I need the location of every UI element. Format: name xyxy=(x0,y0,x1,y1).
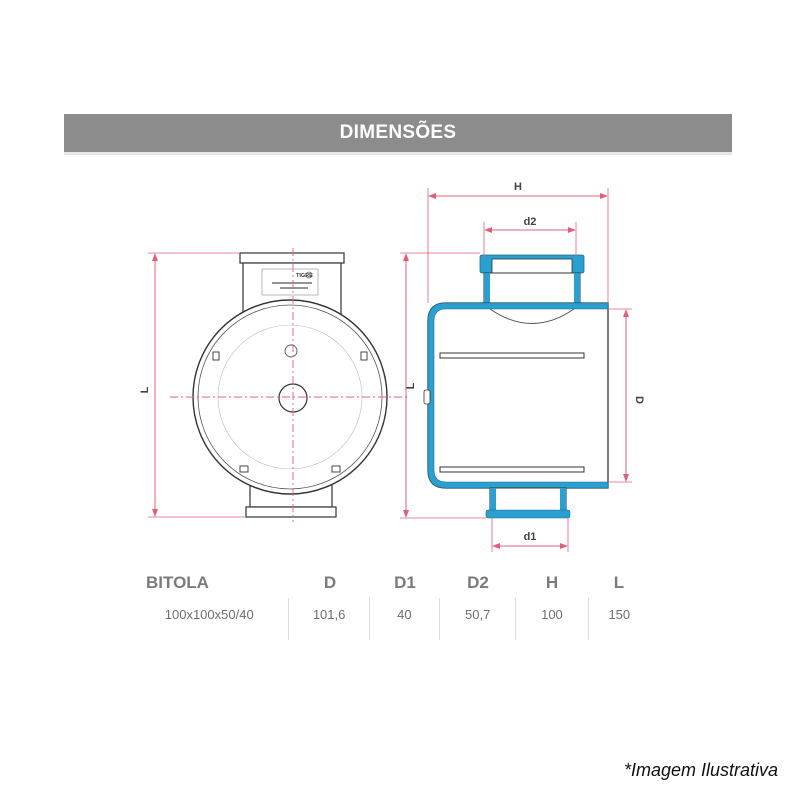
header-l: L xyxy=(613,573,625,592)
cell-bitola: 100x100x50/40 xyxy=(164,607,254,622)
side-dimension-L: L xyxy=(400,252,486,519)
side-dimension-D: D xyxy=(608,308,645,483)
header-h: H xyxy=(545,573,559,592)
side-label-H: H xyxy=(514,181,522,193)
front-dimension-L: L xyxy=(139,252,246,518)
section-title: DIMENSÕES xyxy=(339,122,457,143)
side-label-d2: d2 xyxy=(524,216,537,228)
side-label-d1: d1 xyxy=(524,531,537,543)
header-bitola: BITOLA xyxy=(146,573,209,592)
side-body-outer xyxy=(427,302,609,489)
side-bottom-pipe-rim xyxy=(485,509,571,519)
side-top-pipe xyxy=(483,272,581,304)
cell-l: 150 xyxy=(587,598,650,640)
cell-h: 100 xyxy=(515,598,587,640)
side-label-L: L xyxy=(405,382,417,389)
front-logo-text: TIGRE xyxy=(296,273,313,279)
cell-d: 101,6 xyxy=(288,598,368,640)
side-dimension-d2: d2 xyxy=(483,216,577,258)
table-header-row: BITOLA D D1 D2 H L xyxy=(130,568,650,598)
side-rib-bottom xyxy=(439,466,585,473)
side-label-D: D xyxy=(633,396,645,404)
header-rule xyxy=(64,152,732,155)
table-row: 100x100x50/40 101,6 40 50,7 100 150 xyxy=(130,598,650,640)
header-d1: D1 xyxy=(394,573,416,592)
section-header: DIMENSÕES xyxy=(64,114,732,152)
side-rib-top xyxy=(439,352,585,359)
front-small-hole xyxy=(284,344,298,358)
header-d: D xyxy=(323,573,337,592)
front-top-pipe-rim xyxy=(239,252,345,264)
front-view: TIGRE L xyxy=(139,248,410,522)
front-label-L: L xyxy=(139,386,151,393)
dimensions-table: BITOLA D D1 D2 H L 100x100x50/40 101,6 4… xyxy=(130,568,650,640)
header-d2: D2 xyxy=(467,573,489,592)
side-view: H d2 L D xyxy=(400,181,645,552)
cell-d2: 50,7 xyxy=(439,598,515,640)
technical-drawing: TIGRE L xyxy=(139,181,645,552)
side-dimension-H: H xyxy=(427,181,609,303)
side-body-wall xyxy=(427,302,609,489)
illustrative-note: *Imagem Ilustrativa xyxy=(623,760,778,780)
side-dimension-d1: d1 xyxy=(491,518,569,552)
front-bottom-pipe-rim xyxy=(245,506,337,518)
front-logo-icon xyxy=(305,271,313,279)
front-label-plate xyxy=(261,268,319,296)
cell-d1: 40 xyxy=(368,598,439,640)
